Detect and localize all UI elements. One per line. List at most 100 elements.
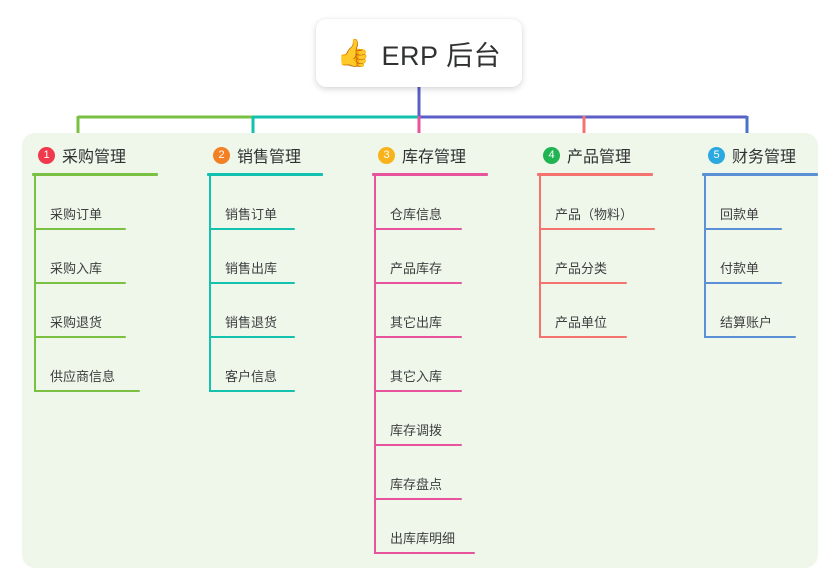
list-item[interactable]: 出库库明细 xyxy=(374,500,530,554)
branch-header-5[interactable]: 5 财务管理 xyxy=(692,143,839,167)
branch-column-2: 2 销售管理 销售订单 销售出库 销售退货 客户信息 xyxy=(197,143,365,392)
list-item[interactable]: 采购入库 xyxy=(34,230,190,284)
branch-items-4: 产品（物料） 产品分类 产品单位 xyxy=(527,176,695,338)
branch-spine-1 xyxy=(34,176,36,392)
list-item-label: 采购订单 xyxy=(50,207,103,222)
branch-items-2: 销售订单 销售出库 销售退货 客户信息 xyxy=(197,176,365,392)
list-item-label: 产品单位 xyxy=(555,315,608,330)
branch-title-4: 产品管理 xyxy=(567,149,632,166)
list-item[interactable]: 采购退货 xyxy=(34,284,190,338)
list-item[interactable]: 库存调拨 xyxy=(374,392,530,446)
list-item-label: 其它出库 xyxy=(390,315,443,330)
list-item[interactable]: 客户信息 xyxy=(209,338,365,392)
branch-header-3[interactable]: 3 库存管理 xyxy=(362,143,530,167)
list-item-label: 产品分类 xyxy=(555,261,608,276)
branch-spine-4 xyxy=(539,176,541,338)
branch-badge-3: 3 xyxy=(378,146,395,164)
list-item-label: 产品（物料） xyxy=(555,207,634,222)
root-node[interactable]: 👍 ERP 后台 xyxy=(316,19,522,87)
list-item[interactable]: 其它出库 xyxy=(374,284,530,338)
branch-panel xyxy=(22,133,818,568)
list-item-rule xyxy=(34,282,126,284)
root-title: ERP 后台 xyxy=(381,40,502,71)
branch-title-5: 财务管理 xyxy=(732,149,797,166)
thumbs-up-icon: 👍 xyxy=(336,37,371,69)
list-item-label: 付款单 xyxy=(720,261,760,276)
list-item-label: 库存调拨 xyxy=(390,423,443,438)
branch-header-2[interactable]: 2 销售管理 xyxy=(197,143,365,167)
list-item[interactable]: 销售出库 xyxy=(209,230,365,284)
list-item-label: 采购入库 xyxy=(50,261,103,276)
branch-title-3: 库存管理 xyxy=(402,149,467,166)
branch-badge-4: 4 xyxy=(543,146,560,164)
branch-header-4[interactable]: 4 产品管理 xyxy=(527,143,695,167)
list-item-rule xyxy=(209,228,295,230)
list-item[interactable]: 供应商信息 xyxy=(34,338,190,392)
branch-badge-1: 1 xyxy=(38,146,55,164)
list-item-label: 回款单 xyxy=(720,207,760,222)
list-item-rule xyxy=(374,390,462,392)
list-item-label: 其它入库 xyxy=(390,369,443,384)
branch-badge-5: 5 xyxy=(708,146,725,164)
branch-header-rule-1 xyxy=(32,173,158,176)
list-item[interactable]: 采购订单 xyxy=(34,176,190,230)
list-item-rule xyxy=(34,336,126,338)
list-item-rule xyxy=(34,228,126,230)
list-item-rule xyxy=(704,336,796,338)
list-item-label: 仓库信息 xyxy=(390,207,443,222)
list-item-label: 库存盘点 xyxy=(390,477,443,492)
list-item-label: 销售出库 xyxy=(225,261,278,276)
list-item[interactable]: 产品（物料） xyxy=(539,176,695,230)
branch-column-3: 3 库存管理 仓库信息 产品库存 其它出库 其它入库 库存调拨 xyxy=(362,143,530,554)
branch-header-rule-5 xyxy=(702,173,818,176)
branch-column-1: 1 采购管理 采购订单 采购入库 采购退货 供应商信息 xyxy=(22,143,190,392)
list-item-label: 产品库存 xyxy=(390,261,443,276)
list-item-label: 销售退货 xyxy=(225,315,278,330)
list-item[interactable]: 产品库存 xyxy=(374,230,530,284)
list-item[interactable]: 库存盘点 xyxy=(374,446,530,500)
list-item[interactable]: 销售订单 xyxy=(209,176,365,230)
list-item-rule xyxy=(704,228,782,230)
list-item-label: 采购退货 xyxy=(50,315,103,330)
list-item[interactable]: 产品分类 xyxy=(539,230,695,284)
list-item-rule xyxy=(209,282,295,284)
branch-column-4: 4 产品管理 产品（物料） 产品分类 产品单位 xyxy=(527,143,695,338)
list-item-label: 客户信息 xyxy=(225,369,278,384)
branch-badge-2: 2 xyxy=(213,146,230,164)
branch-spine-5 xyxy=(704,176,706,338)
list-item-label: 销售订单 xyxy=(225,207,278,222)
list-item-rule xyxy=(374,498,462,500)
branch-header-rule-2 xyxy=(207,173,323,176)
list-item-rule xyxy=(209,336,295,338)
branch-items-1: 采购订单 采购入库 采购退货 供应商信息 xyxy=(22,176,190,392)
branch-header-rule-3 xyxy=(372,173,488,176)
branch-title-2: 销售管理 xyxy=(237,149,302,166)
branch-items-3: 仓库信息 产品库存 其它出库 其它入库 库存调拨 库存盘点 xyxy=(362,176,530,554)
list-item[interactable]: 结算账户 xyxy=(704,284,839,338)
list-item[interactable]: 付款单 xyxy=(704,230,839,284)
list-item[interactable]: 产品单位 xyxy=(539,284,695,338)
list-item[interactable]: 仓库信息 xyxy=(374,176,530,230)
branch-spine-2 xyxy=(209,176,211,392)
list-item[interactable]: 回款单 xyxy=(704,176,839,230)
branch-column-5: 5 财务管理 回款单 付款单 结算账户 xyxy=(692,143,839,338)
list-item-label: 结算账户 xyxy=(720,315,773,330)
branch-title-1: 采购管理 xyxy=(62,149,127,166)
list-item-rule xyxy=(209,390,295,392)
branch-spine-3 xyxy=(374,176,376,554)
list-item-rule xyxy=(374,282,462,284)
list-item[interactable]: 其它入库 xyxy=(374,338,530,392)
root-node-content: 👍 ERP 后台 xyxy=(337,34,501,73)
list-item-rule xyxy=(374,552,475,554)
list-item-label: 供应商信息 xyxy=(50,369,116,384)
list-item-rule xyxy=(374,336,462,338)
list-item-rule xyxy=(374,228,462,230)
list-item-rule xyxy=(539,336,627,338)
list-item-label: 出库库明细 xyxy=(390,531,456,546)
list-item-rule xyxy=(34,390,140,392)
list-item-rule xyxy=(374,444,462,446)
branch-header-1[interactable]: 1 采购管理 xyxy=(22,143,190,167)
list-item[interactable]: 销售退货 xyxy=(209,284,365,338)
list-item-rule xyxy=(539,228,655,230)
